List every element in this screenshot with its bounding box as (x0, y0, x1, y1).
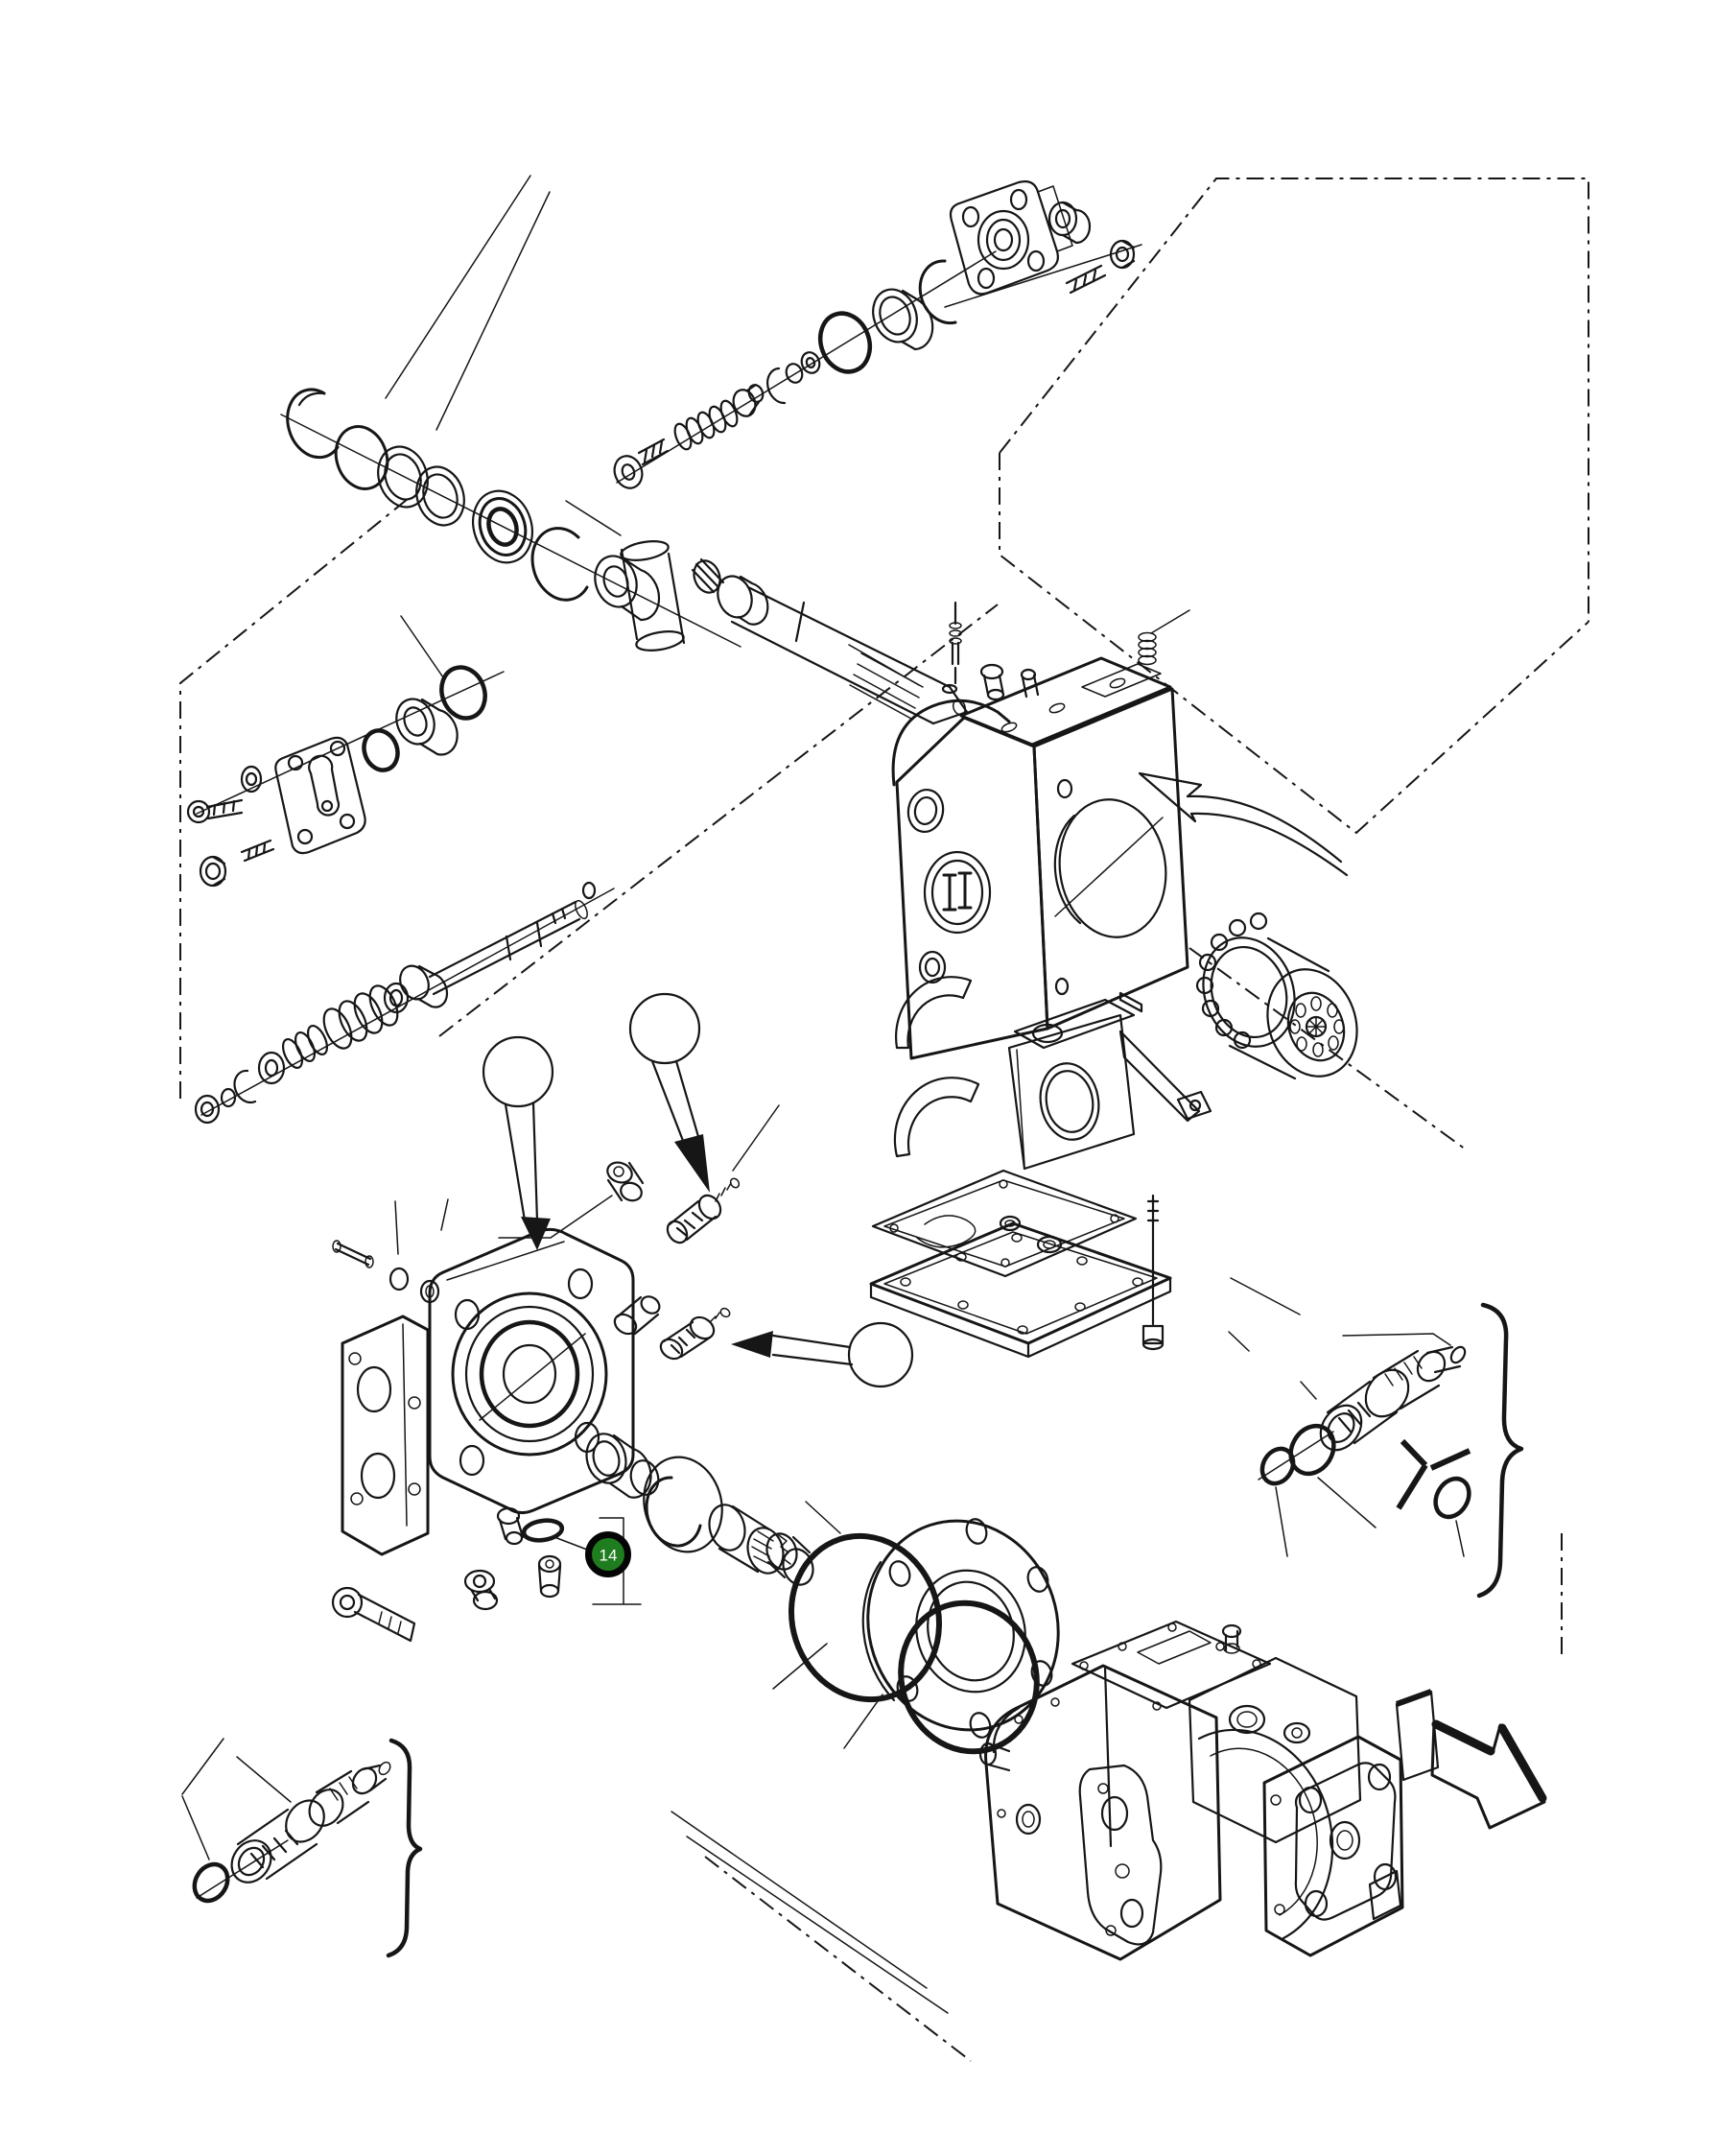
name-plate (1395, 1689, 1440, 1782)
spring-retainer-chain (613, 250, 997, 489)
drive-shaft (691, 557, 969, 725)
housing-gasket (871, 1169, 1138, 1278)
direction-arrow (1430, 1719, 1547, 1830)
relief-valve-group (181, 1738, 391, 1904)
balloon-callout-1[interactable] (482, 1035, 554, 1250)
pilot-valve-1 (498, 1104, 780, 1244)
brace-left (386, 1738, 423, 1958)
swashplate-cradle (1007, 998, 1212, 1171)
shaft-seal-flange (944, 180, 1142, 308)
servo-rod-spring-set (194, 881, 615, 1125)
coupler-flange-group (671, 1501, 1060, 2014)
callout-fill (592, 1538, 624, 1571)
spacer-tube (565, 500, 686, 652)
part-callout-14[interactable]: 14 (585, 1531, 631, 1577)
reference-arrow (1138, 771, 1349, 877)
end-cover-group (332, 1198, 635, 1556)
seal-ring-chain (280, 175, 741, 648)
callout-label: 14 (600, 1546, 618, 1564)
pump-assembly-group (978, 1620, 1404, 1961)
bearing-shells (893, 976, 980, 1158)
brace-right (1476, 1302, 1524, 1599)
callout-ring (585, 1531, 631, 1577)
balloon-callout-3[interactable] (731, 1321, 914, 1388)
balloon-callout-2[interactable] (628, 992, 710, 1193)
valve-cartridge-group (1228, 1277, 1471, 1557)
bottom-cover-plate (869, 1194, 1172, 1359)
cylinder-block-group (1195, 912, 1358, 1080)
pump-housing-group (848, 601, 1190, 1060)
pilot-valve-2 (613, 1295, 731, 1361)
shaft-washer-coupling-set (585, 1433, 791, 1575)
servo-cover-group (186, 615, 505, 888)
boundary-dash-lines (179, 178, 1589, 2062)
plug-and-o-ring-set (331, 1506, 642, 1643)
